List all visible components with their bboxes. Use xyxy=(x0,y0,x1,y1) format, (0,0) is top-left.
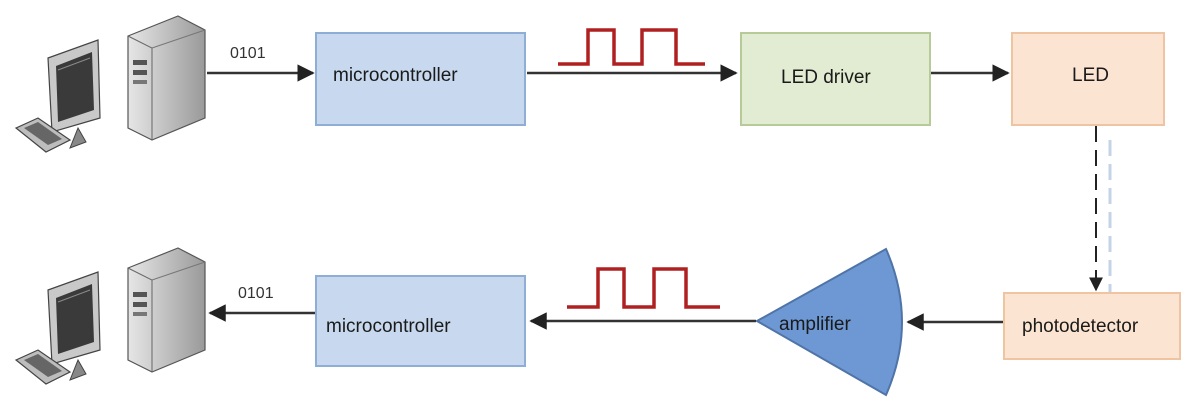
led-block: LED xyxy=(1011,32,1165,126)
amplifier-shape xyxy=(754,247,903,397)
tx-computer-icon xyxy=(14,15,206,153)
led-label: LED xyxy=(1072,65,1109,86)
amplifier-block: amplifier xyxy=(754,247,903,397)
tx-microcontroller-label: microcontroller xyxy=(333,65,458,86)
photodetector-label: photodetector xyxy=(1022,316,1139,337)
led-driver-box xyxy=(740,32,931,126)
led-driver-block: LED driver xyxy=(740,32,931,126)
photodetector-block: photodetector xyxy=(1003,292,1181,360)
led-box xyxy=(1011,32,1165,126)
tx-microcontroller-block: microcontroller xyxy=(315,32,526,126)
tx-microcontroller-box xyxy=(315,32,526,126)
amplifier-label: amplifier xyxy=(779,314,851,335)
photodetector-box xyxy=(1003,292,1181,360)
tx-data-bits: 0101 xyxy=(230,45,266,62)
rx-computer-icon xyxy=(14,247,206,385)
rx-microcontroller-block: microcontroller xyxy=(315,275,526,367)
tx-pulse-icon xyxy=(558,28,705,66)
rx-pulse-icon xyxy=(567,267,720,309)
led-driver-label: LED driver xyxy=(781,67,871,88)
rx-microcontroller-label: microcontroller xyxy=(326,316,451,337)
rx-microcontroller-box xyxy=(315,275,526,367)
rx-data-bits: 0101 xyxy=(238,285,274,302)
